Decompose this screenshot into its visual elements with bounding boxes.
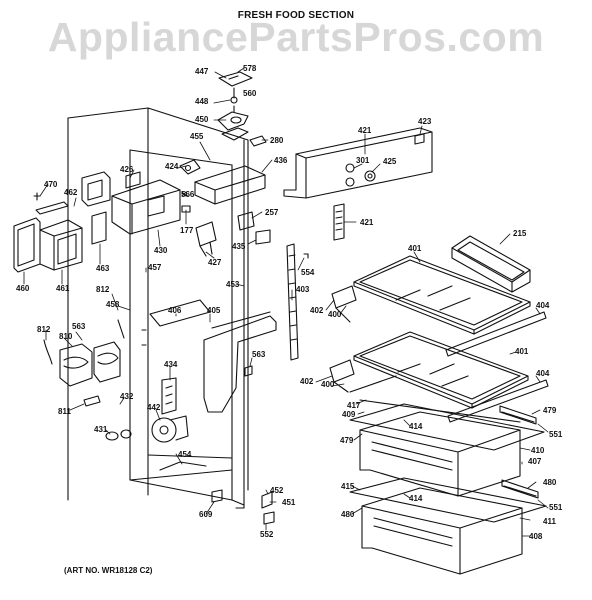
- part-callout-402b: 402: [300, 377, 314, 386]
- part-callout-411: 411: [543, 517, 556, 526]
- part-callout-403: 403: [296, 285, 310, 294]
- part-callout-479b: 479: [340, 436, 354, 445]
- part-callout-470: 470: [44, 180, 58, 189]
- part-callout-461: 461: [56, 284, 70, 293]
- part-callout-479a: 479: [543, 406, 557, 415]
- air-duct-cover-drawing: [82, 172, 180, 244]
- part-callout-455: 455: [190, 132, 204, 141]
- shelf-bin-drawing: [452, 236, 530, 292]
- part-callout-451: 451: [282, 498, 296, 507]
- part-callout-423: 423: [418, 117, 432, 126]
- part-callout-405: 405: [207, 306, 221, 315]
- part-callout-454: 454: [178, 450, 192, 459]
- part-callout-450: 450: [195, 115, 209, 124]
- part-callout-452: 452: [270, 486, 284, 495]
- part-callout-404b: 404: [536, 369, 550, 378]
- part-callout-560: 560: [243, 89, 257, 98]
- part-callout-406: 406: [168, 306, 182, 315]
- part-callout-415: 415: [341, 482, 355, 491]
- part-callout-480a: 480: [543, 478, 557, 487]
- watermark: AppliancePartsPros.com: [47, 14, 545, 60]
- part-callout-404a: 404: [536, 301, 550, 310]
- part-callout-409: 409: [342, 410, 356, 419]
- part-callout-812a: 812: [96, 285, 110, 294]
- part-callout-407: 407: [528, 457, 542, 466]
- part-callout-427: 427: [208, 258, 222, 267]
- glass-shelf-upper-drawing: [332, 256, 546, 356]
- part-callout-410: 410: [531, 446, 545, 455]
- part-callout-609: 609: [199, 510, 213, 519]
- art-number: (ART NO. WR18128 C2): [64, 566, 153, 575]
- part-callout-554: 554: [301, 268, 315, 277]
- part-callout-566: 566: [181, 190, 195, 199]
- part-callout-414a: 414: [409, 422, 423, 431]
- part-callout-177: 177: [180, 226, 194, 235]
- part-callout-551b: 551: [549, 503, 563, 512]
- part-callout-447: 447: [195, 67, 209, 76]
- part-callout-431: 431: [94, 425, 108, 434]
- part-callout-402a: 402: [310, 306, 324, 315]
- part-callout-425: 425: [383, 157, 397, 166]
- part-callout-435: 435: [232, 242, 246, 251]
- crisper-drawer-upper-drawing: [350, 404, 544, 496]
- shelf-rail-drawing: [287, 244, 298, 360]
- evaporator-fan-parts-drawing: [44, 300, 276, 524]
- part-callout-563a: 563: [72, 322, 86, 331]
- part-callout-414b: 414: [409, 494, 423, 503]
- part-callout-424: 424: [165, 162, 179, 171]
- callout-leader-lines: [24, 68, 548, 536]
- part-callout-417: 417: [347, 401, 361, 410]
- part-callout-552: 552: [260, 530, 274, 539]
- cabinet-liner-drawing: [68, 108, 248, 508]
- part-callout-551a: 551: [549, 430, 563, 439]
- part-callout-810: 810: [59, 332, 73, 341]
- part-callout-448: 448: [195, 97, 209, 106]
- part-callout-460: 460: [16, 284, 30, 293]
- part-callout-462: 462: [64, 188, 78, 197]
- part-callout-480b: 480: [341, 510, 355, 519]
- part-callout-257: 257: [265, 208, 279, 217]
- part-callout-301: 301: [356, 156, 370, 165]
- part-callout-215: 215: [513, 229, 527, 238]
- part-callout-811: 811: [58, 407, 71, 416]
- part-callout-432: 432: [120, 392, 134, 401]
- part-callout-430: 430: [154, 246, 168, 255]
- part-callout-578: 578: [243, 64, 257, 73]
- part-callout-457: 457: [148, 263, 162, 272]
- damper-assembly-drawing: [14, 193, 82, 272]
- part-callout-401a: 401: [408, 244, 422, 253]
- part-callout-463: 463: [96, 264, 110, 273]
- part-callout-453: 453: [226, 280, 240, 289]
- part-callout-400a: 400: [328, 310, 342, 319]
- control-knob-assembly-drawing: [218, 72, 252, 140]
- part-callout-436: 436: [274, 156, 288, 165]
- control-panel-drawing: [284, 128, 432, 258]
- part-callout-563b: 563: [252, 350, 266, 359]
- part-callout-401b: 401: [515, 347, 529, 356]
- glass-shelf-lower-drawing: [330, 332, 548, 422]
- part-callout-421b: 421: [360, 218, 374, 227]
- part-callout-812b: 812: [37, 325, 51, 334]
- part-callout-426: 426: [120, 165, 134, 174]
- part-callout-442: 442: [147, 403, 161, 412]
- part-callout-400b: 400: [321, 380, 335, 389]
- part-callout-434: 434: [164, 360, 178, 369]
- diagram-title: FRESH FOOD SECTION: [237, 10, 355, 21]
- part-callout-421a: 421: [358, 126, 372, 135]
- part-callout-408: 408: [529, 532, 543, 541]
- part-callout-280: 280: [270, 136, 284, 145]
- part-callout-458: 458: [106, 300, 120, 309]
- crisper-drawer-lower-drawing: [350, 478, 546, 574]
